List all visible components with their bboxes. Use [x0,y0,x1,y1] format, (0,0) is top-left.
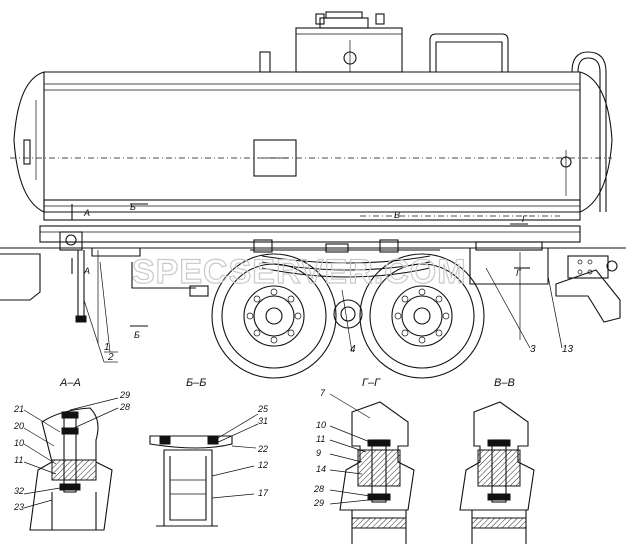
callout-2: 2 [107,352,114,363]
section-bb: Б–Б 25 31 22 12 17 [149,377,269,527]
aa-callout-11: 11 [14,455,23,465]
tank-body [10,11,613,213]
section-mark-a-bottom: А [83,266,90,276]
gg-callout-11: 11 [316,434,325,444]
gg-callout-10: 10 [316,420,326,430]
section-aa: А–А 29 28 21 20 10 11 32 23 [13,377,130,531]
aa-callout-21: 21 [13,404,24,414]
rear-wheel [359,253,485,379]
chassis-frame [0,199,626,249]
aa-callout-32: 32 [14,486,24,496]
section-vv: В–В [459,377,535,544]
main-side-view: А А Б Б В Г Г 1 2 4 3 13 [0,11,626,379]
bb-callouts: 25 31 22 12 17 [211,404,269,499]
gg-callout-7: 7 [320,388,326,398]
aa-callout-29: 29 [119,390,130,400]
section-mark-g-bottom: Г [516,268,522,278]
rear-fender [469,241,621,340]
gg-callout-28: 28 [313,484,324,494]
watermark: SPECSERVER.COM [132,253,467,291]
front-wheel [211,253,337,379]
front-support [0,231,209,344]
main-callouts: 1 2 4 3 13 [83,261,574,363]
bb-callout-25: 25 [257,404,269,414]
gg-callout-9: 9 [316,448,321,458]
bb-callout-17: 17 [258,488,269,498]
bb-callout-12: 12 [258,460,268,470]
section-gg-title: Г–Г [362,377,381,389]
section-gg: Г–Г 7 10 11 9 14 28 29 [313,377,415,544]
section-mark-a-top: А [83,208,90,218]
aa-callout-20: 20 [13,421,24,431]
section-vv-title: В–В [494,377,515,389]
section-aa-title: А–А [59,377,81,389]
callout-4: 4 [350,344,356,355]
bb-callout-22: 22 [257,444,268,454]
section-mark-b-top: Б [130,202,136,212]
section-mark-v: В [394,210,400,220]
section-bb-title: Б–Б [186,377,206,389]
gg-callout-29: 29 [313,498,324,508]
callout-13: 13 [562,344,574,355]
section-markers: А А Б Б В Г Г [71,202,530,340]
callout-1: 1 [104,342,110,353]
aa-callout-23: 23 [13,502,24,512]
section-mark-b-bottom: Б [134,330,140,340]
gg-callouts: 7 10 11 9 14 28 29 [313,388,371,508]
callout-3: 3 [530,344,536,355]
aa-callout-28: 28 [119,402,130,412]
gg-callout-14: 14 [316,464,326,474]
aa-callout-10: 10 [14,438,24,448]
bb-callout-31: 31 [258,416,268,426]
aa-callouts: 29 28 21 20 10 11 32 23 [13,390,130,512]
section-mark-g-top: Г [522,214,528,224]
